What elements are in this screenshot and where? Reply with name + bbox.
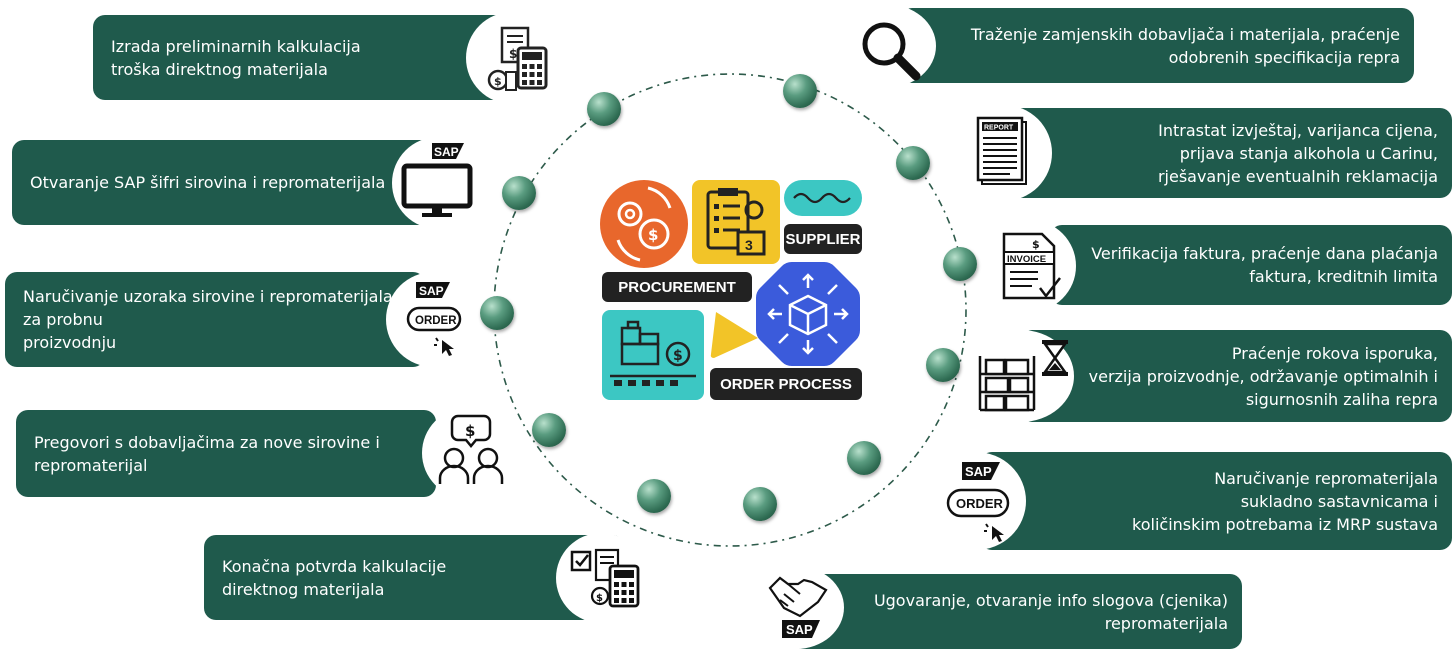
task-text: Naručivanje uzoraka sirovine i repromate… bbox=[23, 287, 393, 352]
calculator-dollar-icon: $ $ bbox=[487, 26, 548, 91]
cycle-node bbox=[896, 146, 930, 180]
report-label: REPORT bbox=[984, 125, 1014, 132]
warehouse-hourglass-icon bbox=[978, 340, 1068, 412]
handshake-sap-icon: SAP bbox=[768, 576, 828, 638]
sap-label: SAP bbox=[965, 464, 992, 479]
task-box-order-samples: Naručivanje uzoraka sirovine i repromate… bbox=[5, 272, 425, 367]
sap-order-icon: SAP ORDER bbox=[406, 282, 462, 356]
boxes-dollar-icon: $ bbox=[610, 320, 696, 386]
procurement-cycle-icon: $ bbox=[600, 180, 688, 268]
svg-text:$: $ bbox=[648, 226, 658, 244]
report-icon: REPORT bbox=[976, 116, 1027, 185]
cycle-node bbox=[743, 487, 777, 521]
task-box-alternative-suppliers: Traženje zamjenskih dobavljača i materij… bbox=[900, 8, 1414, 83]
sap-label: SAP bbox=[419, 284, 444, 298]
sap-order-icon: SAP ORDER bbox=[946, 462, 1010, 542]
task-box-invoice-verification: Verifikacija faktura, praćenje dana plać… bbox=[1050, 225, 1452, 305]
invoice-label: INVOICE bbox=[1007, 254, 1046, 265]
task-box-preliminary-calculation: Izrada preliminarnih kalkulacija troška … bbox=[93, 15, 513, 100]
procurement-label: PROCUREMENT bbox=[602, 272, 752, 302]
cycle-node bbox=[532, 413, 566, 447]
order-process-label: ORDER PROCESS bbox=[710, 368, 862, 400]
task-text: Traženje zamjenskih dobavljača i materij… bbox=[970, 24, 1400, 67]
sap-monitor-icon: SAP bbox=[401, 143, 473, 217]
cycle-node bbox=[587, 92, 621, 126]
task-box-contracting: Ugovaranje, otvaranje info slogova (cjen… bbox=[790, 574, 1242, 649]
cycle-node bbox=[783, 74, 817, 108]
clipboard-calendar-icon: 3 bbox=[706, 188, 766, 256]
task-text: Otvaranje SAP šifri sirovina i repromate… bbox=[30, 173, 386, 192]
task-box-negotiations: Pregovori s dobavljačima za nove sirovin… bbox=[16, 410, 436, 497]
cycle-node bbox=[637, 479, 671, 513]
cycle-node bbox=[480, 296, 514, 330]
wave-icon bbox=[793, 192, 851, 204]
task-box-intrastat: Intrastat izvještaj, varijanca cijena, p… bbox=[1000, 108, 1452, 198]
checked-calculator-icon: $ bbox=[570, 548, 640, 608]
svg-text:$: $ bbox=[494, 75, 502, 88]
play-triangle-icon bbox=[710, 312, 758, 358]
sap-label: SAP bbox=[434, 145, 459, 159]
negotiation-icon: $ bbox=[438, 414, 504, 484]
svg-text:$: $ bbox=[509, 47, 517, 61]
task-text: Praćenje rokova isporuka, verzija proizv… bbox=[1088, 343, 1438, 409]
magnifier-icon bbox=[862, 22, 921, 81]
order-label: ORDER bbox=[415, 315, 457, 327]
cycle-node bbox=[847, 441, 881, 475]
svg-text:$: $ bbox=[1032, 238, 1040, 251]
cycle-node bbox=[926, 348, 960, 382]
task-text: Pregovori s dobavljačima za nove sirovin… bbox=[34, 432, 380, 475]
order-box-icon bbox=[755, 261, 861, 367]
task-text: Naručivanje repromaterijala sukladno sas… bbox=[1132, 468, 1438, 534]
calendar-number: 3 bbox=[745, 237, 753, 253]
sap-label: SAP bbox=[786, 622, 813, 637]
task-box-final-confirmation: Konačna potvrda kalkulacije direktnog ma… bbox=[204, 535, 624, 620]
supplier-label: SUPPLIER bbox=[784, 224, 862, 254]
cycle-node bbox=[943, 247, 977, 281]
svg-text:$: $ bbox=[465, 422, 475, 440]
cycle-node bbox=[502, 176, 536, 210]
task-text: Verifikacija faktura, praćenje dana plać… bbox=[1091, 244, 1438, 286]
task-text: Ugovaranje, otvaranje info slogova (cjen… bbox=[873, 590, 1228, 633]
task-box-delivery-deadlines: Praćenje rokova isporuka, verzija proizv… bbox=[1020, 330, 1452, 422]
task-text: Intrastat izvještaj, varijanca cijena, p… bbox=[1157, 120, 1438, 186]
task-box-mrp-ordering: Naručivanje repromaterijala sukladno sas… bbox=[980, 452, 1452, 550]
task-text: Konačna potvrda kalkulacije direktnog ma… bbox=[222, 556, 447, 599]
task-box-open-sap-codes: Otvaranje SAP šifri sirovina i repromate… bbox=[12, 140, 432, 225]
order-label: ORDER bbox=[956, 496, 1004, 511]
invoice-icon: $ INVOICE bbox=[1002, 232, 1061, 300]
svg-text:$: $ bbox=[596, 593, 603, 604]
task-text: Izrada preliminarnih kalkulacija troška … bbox=[111, 36, 361, 79]
svg-text:$: $ bbox=[673, 348, 683, 364]
